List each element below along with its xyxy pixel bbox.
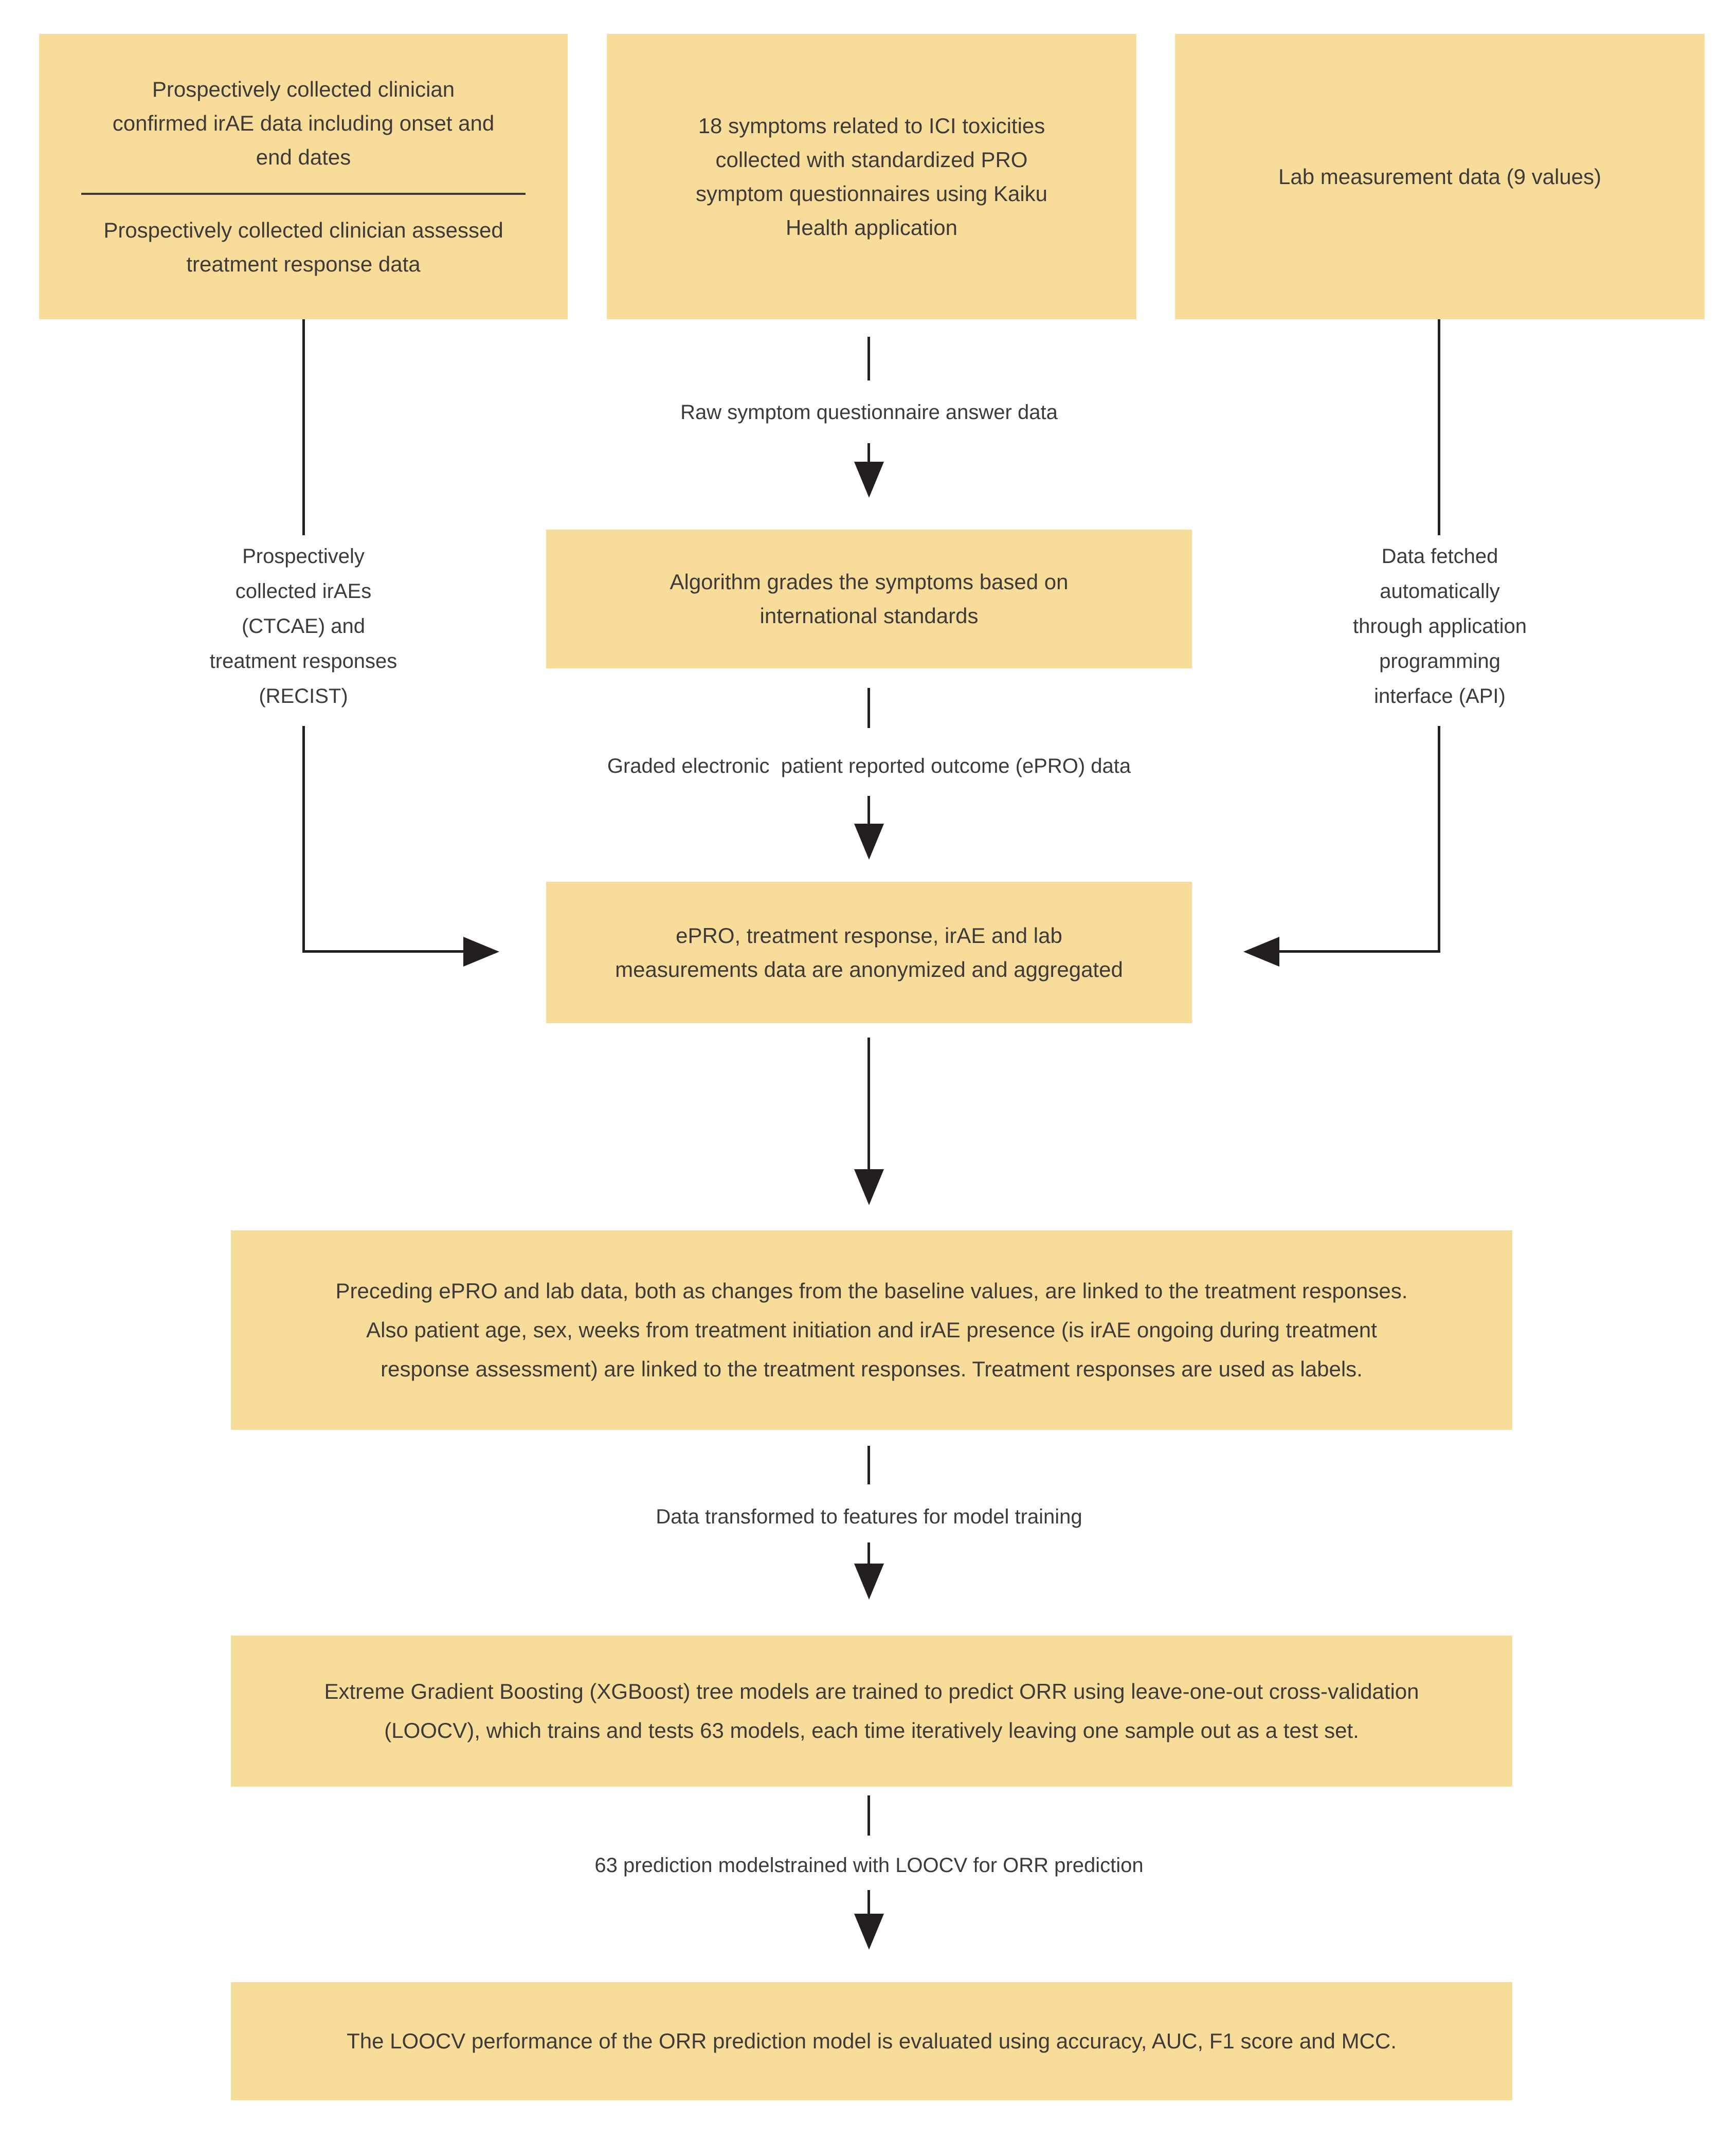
box-evaluation-text: The LOOCV performance of the ORR predict… xyxy=(347,2029,1397,2053)
label-raw-answers: Raw symptom questionnaire answer data xyxy=(680,401,1058,424)
box-symptoms: 18 symptoms related to ICI toxicities co… xyxy=(607,34,1136,319)
arrow-down-icon xyxy=(854,1169,884,1205)
box-anonymized: ePRO, treatment response, irAE and lab m… xyxy=(546,882,1192,1023)
box-clinician-top-text: Prospectively collected clinician confir… xyxy=(112,77,495,169)
arrow-down-icon xyxy=(854,824,884,860)
box-symptoms-text: 18 symptoms related to ICI toxicities co… xyxy=(695,113,1048,240)
connector-line xyxy=(1278,950,1440,953)
label-models: 63 prediction modelstrained with LOOCV f… xyxy=(594,1854,1144,1877)
connector-line xyxy=(867,443,870,464)
box-lab-data: Lab measurement data (9 values) xyxy=(1175,34,1705,319)
connector-line xyxy=(302,726,305,953)
box-xgboost: Extreme Gradient Boosting (XGBoost) tree… xyxy=(231,1636,1512,1787)
box-algorithm-text: Algorithm grades the symptoms based on i… xyxy=(670,570,1069,628)
box-lab-text: Lab measurement data (9 values) xyxy=(1278,164,1601,189)
connector-line xyxy=(867,1038,870,1171)
connector-line xyxy=(867,1795,870,1836)
box-evaluation: The LOOCV performance of the ORR predict… xyxy=(231,1982,1512,2100)
box-clinician-data: Prospectively collected clinician confir… xyxy=(39,34,568,319)
label-left-side: Prospectively collected irAEs (CTCAE) an… xyxy=(209,545,397,707)
label-graded-epro: Graded electronic patient reported outco… xyxy=(607,755,1131,777)
connector-line xyxy=(867,1542,870,1566)
connector-line xyxy=(867,1890,870,1916)
divider-line xyxy=(81,192,526,195)
connector-line xyxy=(867,688,870,728)
connector-line xyxy=(1438,726,1440,953)
box-anonymized-text: ePRO, treatment response, irAE and lab m… xyxy=(615,923,1123,982)
arrow-down-icon xyxy=(854,1914,884,1950)
connector-line xyxy=(867,796,870,825)
box-linking-text: Preceding ePRO and lab data, both as cha… xyxy=(335,1279,1408,1381)
box-xgboost-text: Extreme Gradient Boosting (XGBoost) tree… xyxy=(324,1679,1419,1742)
arrow-down-icon xyxy=(854,1564,884,1600)
connector-line xyxy=(867,1446,870,1484)
connector-line xyxy=(867,337,870,380)
label-features: Data transformed to features for model t… xyxy=(656,1505,1082,1528)
box-algorithm: Algorithm grades the symptoms based on i… xyxy=(546,530,1192,668)
connector-line xyxy=(302,950,464,953)
box-clinician-bottom-text: Prospectively collected clinician assess… xyxy=(103,217,503,276)
connector-line xyxy=(302,319,305,535)
arrow-down-icon xyxy=(854,462,884,498)
arrow-left-icon xyxy=(1243,937,1279,967)
arrow-right-icon xyxy=(463,937,499,967)
label-right-side: Data fetched automatically through appli… xyxy=(1352,545,1527,707)
box-linking: Preceding ePRO and lab data, both as cha… xyxy=(231,1230,1512,1430)
connector-line xyxy=(1438,319,1440,535)
